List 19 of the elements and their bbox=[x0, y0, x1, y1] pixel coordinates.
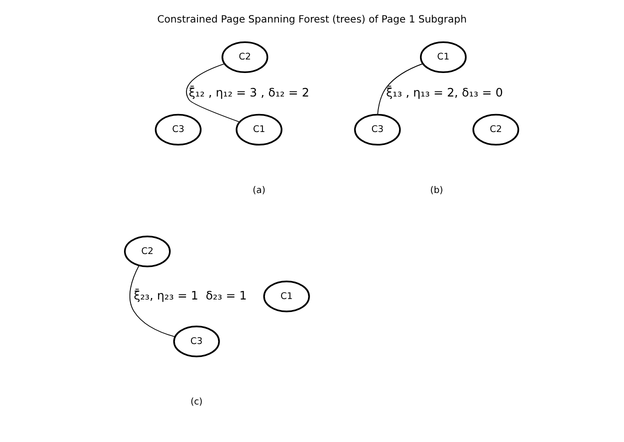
node-ellipse: C2 bbox=[472, 114, 520, 146]
connector bbox=[377, 63, 424, 115]
node-ellipse: C1 bbox=[236, 114, 282, 146]
node-ellipse: C2 bbox=[222, 41, 268, 74]
diagram-title: Constrained Page Spanning Forest (trees) of Page 1 Subgraph bbox=[157, 14, 467, 26]
edge-label: ξ̄₁₃ , η₁₃ = 2, δ₁₃ = 0 bbox=[386, 86, 503, 100]
edge-label: ξ̄₂₃, η₂₃ = 1 δ₂₃ = 1 bbox=[134, 288, 247, 303]
label: (a) bbox=[252, 184, 266, 196]
node-ellipse: C3 bbox=[354, 114, 401, 146]
node-ellipse: C1 bbox=[263, 280, 310, 312]
connector bbox=[129, 265, 176, 338]
node-ellipse: C1 bbox=[420, 41, 467, 74]
label: (b) bbox=[430, 184, 444, 196]
edge-label: ξ̄₁₂ , η₁₂ = 3 , δ₁₂ = 2 bbox=[188, 86, 310, 100]
node-ellipse: C3 bbox=[173, 326, 220, 358]
connector bbox=[186, 63, 240, 122]
node-ellipse: C3 bbox=[154, 114, 202, 146]
node-ellipse: C2 bbox=[124, 236, 171, 268]
label: (c) bbox=[190, 396, 203, 408]
